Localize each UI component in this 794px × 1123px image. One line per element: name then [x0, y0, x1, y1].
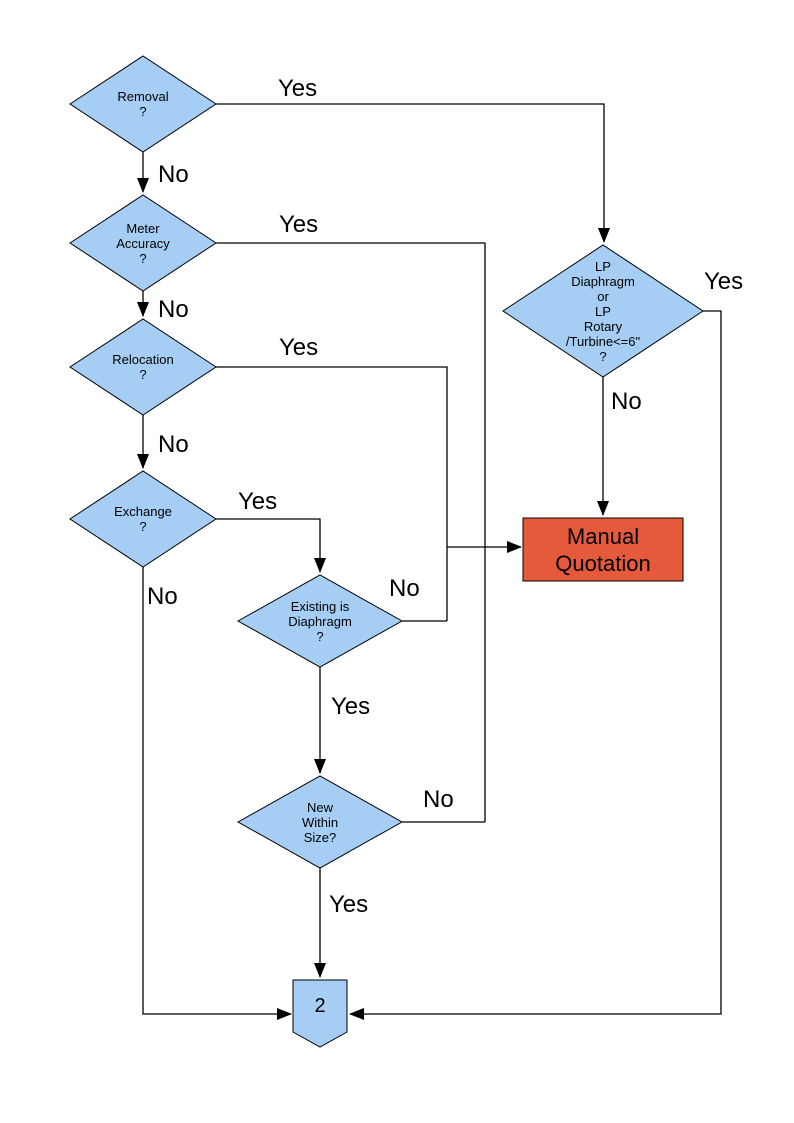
existing-is-diaphragm-yes-label: Yes: [331, 693, 371, 720]
lp-meter-type-decision-label: LP Diaphragm or LP Rotary /Turbine<=6" ?: [565, 258, 641, 364]
meter-accuracy-decision-label: Meter Accuracy ?: [116, 220, 170, 266]
exchange-no-label: No: [147, 583, 178, 610]
removal-yes-label: Yes: [278, 75, 318, 102]
existing-is-diaphragm-no-label: No: [389, 575, 420, 602]
relocation-diamond-shape: [69, 318, 217, 416]
manual-quotation-box-shape: [522, 517, 684, 582]
removal-decision-label: Removal ?: [117, 89, 169, 119]
lp-meter-type-diamond-shape: [502, 244, 704, 378]
edge-removal-yes: [216, 103, 610, 243]
edge-meter-accuracy-yes: [216, 242, 486, 822]
manual-quotation-label: Manual Quotation: [555, 523, 651, 576]
new-within-size-yes-label: Yes: [329, 891, 369, 918]
removal-diamond-shape: [69, 55, 217, 153]
exchange-diamond-shape: [69, 470, 217, 568]
edge-exchange-no: [142, 567, 292, 1020]
new-within-size-diamond-shape: [236, 775, 404, 869]
relocation-no-label: No: [158, 431, 189, 458]
edge-lp-meter-type-yes: [349, 310, 722, 1020]
new-within-size-no-label: No: [423, 786, 454, 813]
connector-2-label: 2: [314, 994, 326, 1017]
meter-accuracy-yes-label: Yes: [279, 211, 319, 238]
lp-meter-type-yes-label: Yes: [704, 268, 744, 295]
edge-lines: [137, 103, 722, 1020]
exchange-yes-label: Yes: [238, 488, 278, 515]
node-shapes: [69, 55, 704, 1048]
meter-accuracy-no-label: No: [158, 296, 189, 323]
exchange-decision-label: Exchange ?: [114, 504, 172, 534]
connector-2-pentagon-shape: [292, 979, 348, 1048]
lp-meter-type-no-label: No: [611, 388, 642, 415]
edge-relocation-yes: [216, 366, 448, 621]
new-within-size-decision-label: New Within Size?: [301, 799, 339, 845]
existing-is-diaphragm-diamond-shape: [236, 574, 404, 668]
meter-accuracy-diamond-shape: [69, 194, 217, 292]
existing-is-diaphragm-decision-label: Existing is Diaphragm ?: [288, 598, 352, 644]
removal-no-label: No: [158, 161, 189, 188]
relocation-yes-label: Yes: [279, 334, 319, 361]
edge-exchange-yes: [216, 518, 326, 573]
relocation-decision-label: Relocation ?: [112, 352, 174, 382]
